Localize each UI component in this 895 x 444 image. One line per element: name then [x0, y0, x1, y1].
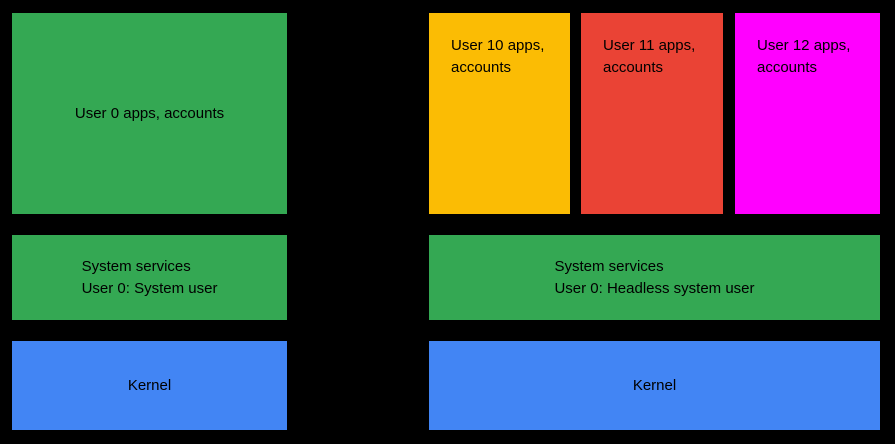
left-kernel-box: Kernel	[12, 341, 287, 430]
right-kernel-box: Kernel	[429, 341, 880, 430]
left-user0-apps-box: User 0 apps, accounts	[12, 13, 287, 214]
right-user10-apps-box: User 10 apps, accounts	[429, 13, 570, 214]
left-system-services-box: System services User 0: System user	[12, 235, 287, 320]
right-user12-apps-box: User 12 apps, accounts	[735, 13, 880, 214]
right-system-services-box: System services User 0: Headless system …	[429, 235, 880, 320]
right-user11-apps-box: User 11 apps, accounts	[581, 13, 723, 214]
